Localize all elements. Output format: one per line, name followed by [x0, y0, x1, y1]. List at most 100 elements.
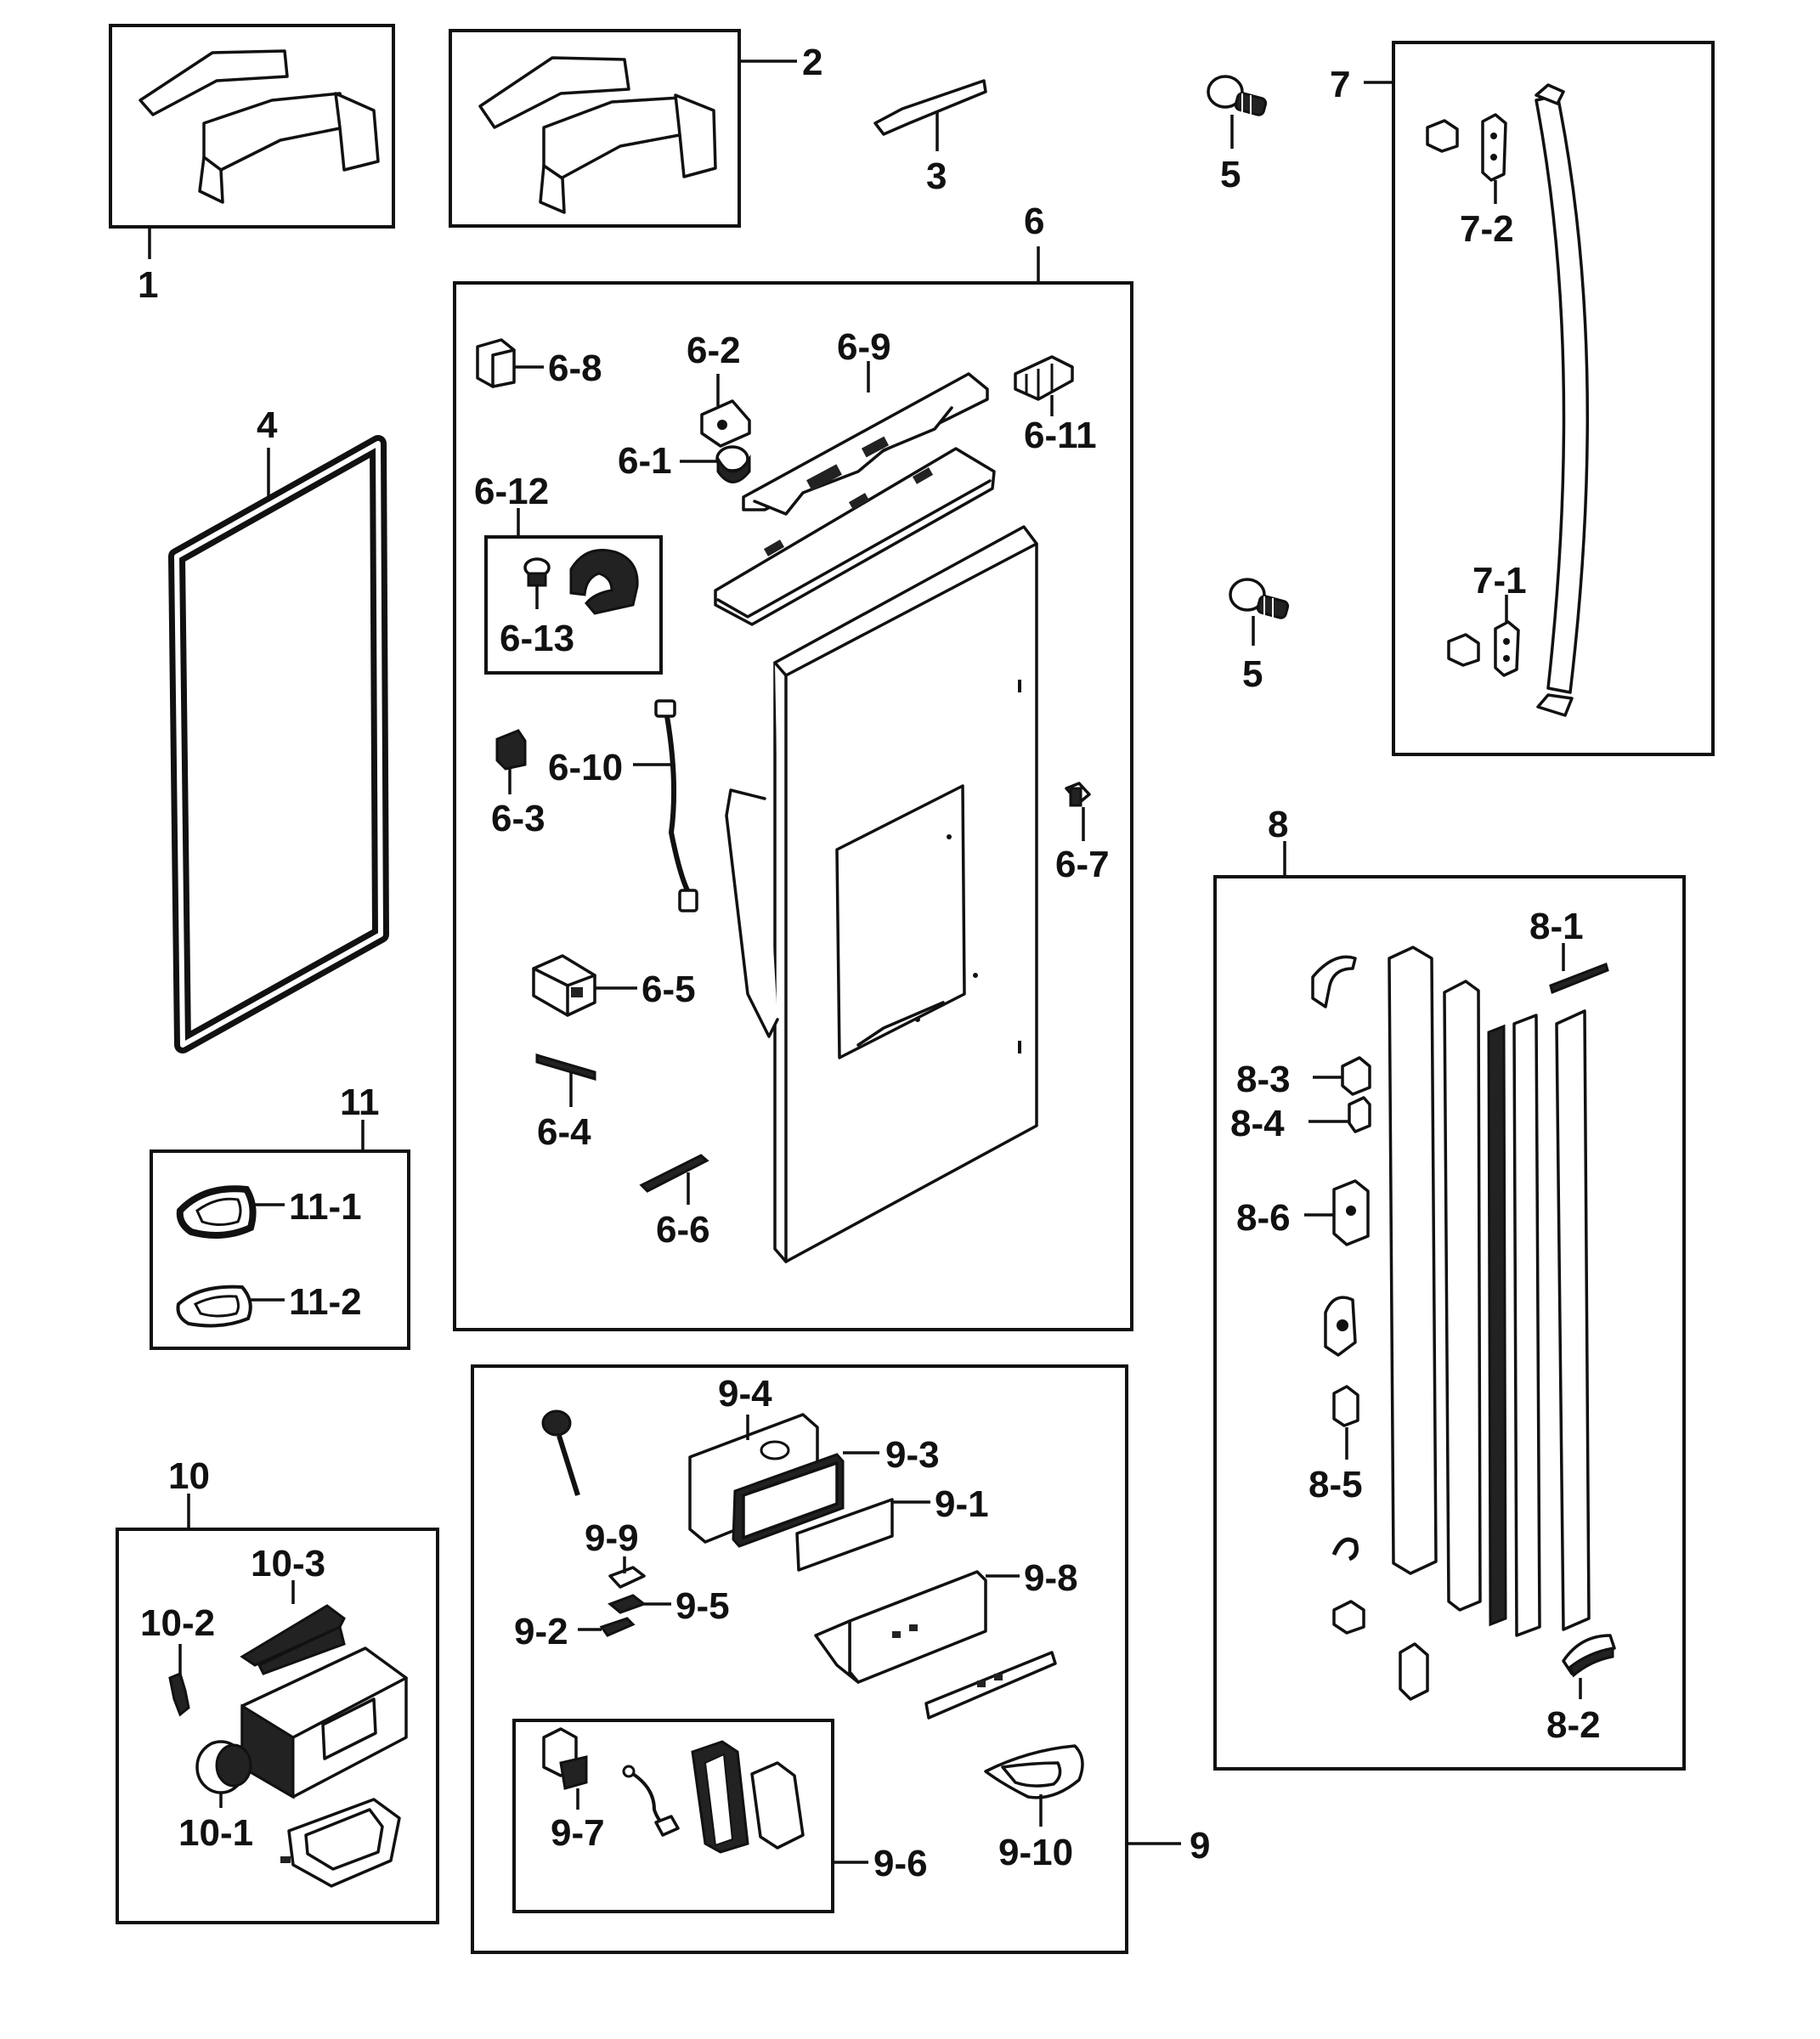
- part-5-lower-group: 5: [1229, 578, 1290, 695]
- part-9-7-switch: [542, 1727, 588, 1790]
- part-6-frame: [453, 281, 1133, 1331]
- rail-main: [1388, 946, 1591, 1637]
- part-9-6-cover: [750, 1761, 805, 1850]
- label-6-7: 6-7: [1055, 844, 1110, 885]
- part-4-group: 4: [168, 404, 389, 1053]
- part-6-6-strip: [639, 1154, 709, 1193]
- label-6-12: 6-12: [474, 471, 549, 512]
- label-8-2: 8-2: [1546, 1704, 1601, 1746]
- label-5-lower: 5: [1242, 653, 1263, 695]
- label-8-3: 8-3: [1236, 1059, 1291, 1100]
- auger-housing: [240, 1646, 408, 1799]
- part-8-5-clip: [1332, 1385, 1359, 1427]
- label-9-4: 9-4: [718, 1373, 772, 1415]
- part-7-2-cap: [1481, 113, 1507, 182]
- part-2-frame: [449, 29, 741, 228]
- part-9-2-pad: [599, 1617, 636, 1637]
- label-6-5: 6-5: [642, 969, 696, 1010]
- label-8-5: 8-5: [1308, 1464, 1363, 1505]
- label-9-3: 9-3: [885, 1434, 940, 1476]
- part-10-3-motor: [240, 1604, 346, 1675]
- part-7-upper-clip: [1426, 119, 1459, 153]
- part-6-9-board: [742, 372, 989, 516]
- part-10-ice-tray: [280, 1798, 401, 1888]
- label-6-10: 6-10: [548, 747, 623, 788]
- label-6-1: 6-1: [618, 440, 672, 482]
- label-8: 8: [1268, 804, 1288, 845]
- label-6-9: 6-9: [837, 326, 891, 368]
- part-9-8-housing: [814, 1570, 987, 1684]
- part-8-hinge-clip: [1324, 1296, 1357, 1357]
- part-8-1-strip: [1549, 963, 1609, 995]
- part-10-frame: [116, 1528, 439, 1924]
- part-9-group: 9 9-4 9-3 9-1 9-9: [471, 1364, 1210, 1954]
- label-9-7: 9-7: [551, 1812, 605, 1854]
- part-11-frame: [150, 1149, 410, 1350]
- part-7-lower-clip: [1447, 633, 1480, 667]
- part-11-group: 11 11-1 11-2: [150, 1082, 410, 1350]
- label-9-5: 9-5: [675, 1585, 730, 1627]
- part-8-lower-clip: [1332, 1600, 1365, 1635]
- part-2-group: 2: [449, 29, 822, 228]
- part-6-10-wire: [654, 699, 698, 912]
- dispenser-opening: [835, 784, 966, 1059]
- screw-lower-icon: [1229, 578, 1290, 620]
- part-4-gasket: [168, 435, 389, 1053]
- part-9-9-pad: [608, 1566, 646, 1589]
- label-6-4: 6-4: [537, 1111, 591, 1153]
- label-6-3: 6-3: [491, 798, 545, 839]
- part-6-11-clip: [1014, 355, 1074, 401]
- part-6-2-bracket: [700, 399, 751, 448]
- part-8-6-bracket: [1332, 1179, 1370, 1246]
- part-9-frame: [471, 1364, 1128, 1954]
- label-7-1: 7-1: [1472, 560, 1527, 602]
- label-9-6: 9-6: [873, 1843, 928, 1884]
- label-3: 3: [926, 155, 947, 197]
- label-7: 7: [1330, 64, 1350, 105]
- handle-bar: [1535, 83, 1589, 717]
- part-7-1-cap: [1494, 620, 1520, 677]
- part-6-4-strip: [535, 1053, 596, 1082]
- label-1: 1: [138, 264, 158, 306]
- part-6-3-block: [495, 729, 527, 771]
- part-8-bottom-clip: [1399, 1642, 1429, 1701]
- part-2-bracket: [478, 56, 717, 214]
- door-cap-upper: [714, 447, 996, 626]
- part-7-frame: [1392, 41, 1715, 756]
- label-9-8: 9-8: [1024, 1557, 1078, 1599]
- part-11-1-ring: [176, 1185, 257, 1239]
- label-6-6: 6-6: [656, 1209, 710, 1251]
- label-6-8: 6-8: [548, 347, 602, 389]
- label-11: 11: [340, 1082, 380, 1123]
- label-6-13: 6-13: [500, 618, 574, 659]
- label-9: 9: [1190, 1825, 1210, 1867]
- part-9-10-tray: [984, 1744, 1084, 1799]
- part-5-upper-group: 5: [1207, 75, 1268, 195]
- label-8-6: 8-6: [1236, 1197, 1291, 1239]
- label-6: 6: [1024, 201, 1044, 242]
- part-8-3-clip: [1341, 1056, 1371, 1096]
- part-10-group: 10 10-3 10-2 10-1: [116, 1455, 439, 1924]
- part-8-4-clip: [1348, 1096, 1371, 1133]
- part-6-12-hinge: [569, 549, 639, 615]
- part-6-5-box: [532, 954, 596, 1017]
- part-10-2-clip: [168, 1671, 190, 1717]
- label-8-4: 8-4: [1230, 1103, 1285, 1144]
- part-9-knob: [541, 1409, 580, 1496]
- part-8-top-clip: [1311, 955, 1357, 1008]
- part-7-group: 7 7-2 7-1: [1330, 41, 1715, 756]
- label-8-1: 8-1: [1529, 906, 1584, 947]
- screw-upper-icon: [1207, 75, 1268, 117]
- part-6-13-screw: [523, 557, 551, 587]
- part-9-6-wire: [622, 1765, 680, 1837]
- label-6-2: 6-2: [687, 330, 741, 371]
- part-9-6-frame-piece: [691, 1740, 749, 1854]
- part-1-frame: [109, 24, 395, 229]
- part-8-2-cap: [1562, 1634, 1616, 1678]
- part-8-group: 8 8-1 8-3 8-4 8-6: [1213, 804, 1686, 1771]
- label-9-10: 9-10: [998, 1832, 1073, 1873]
- label-11-1: 11-1: [289, 1186, 362, 1228]
- part-3-strip: [873, 79, 987, 136]
- label-10-3: 10-3: [251, 1543, 325, 1584]
